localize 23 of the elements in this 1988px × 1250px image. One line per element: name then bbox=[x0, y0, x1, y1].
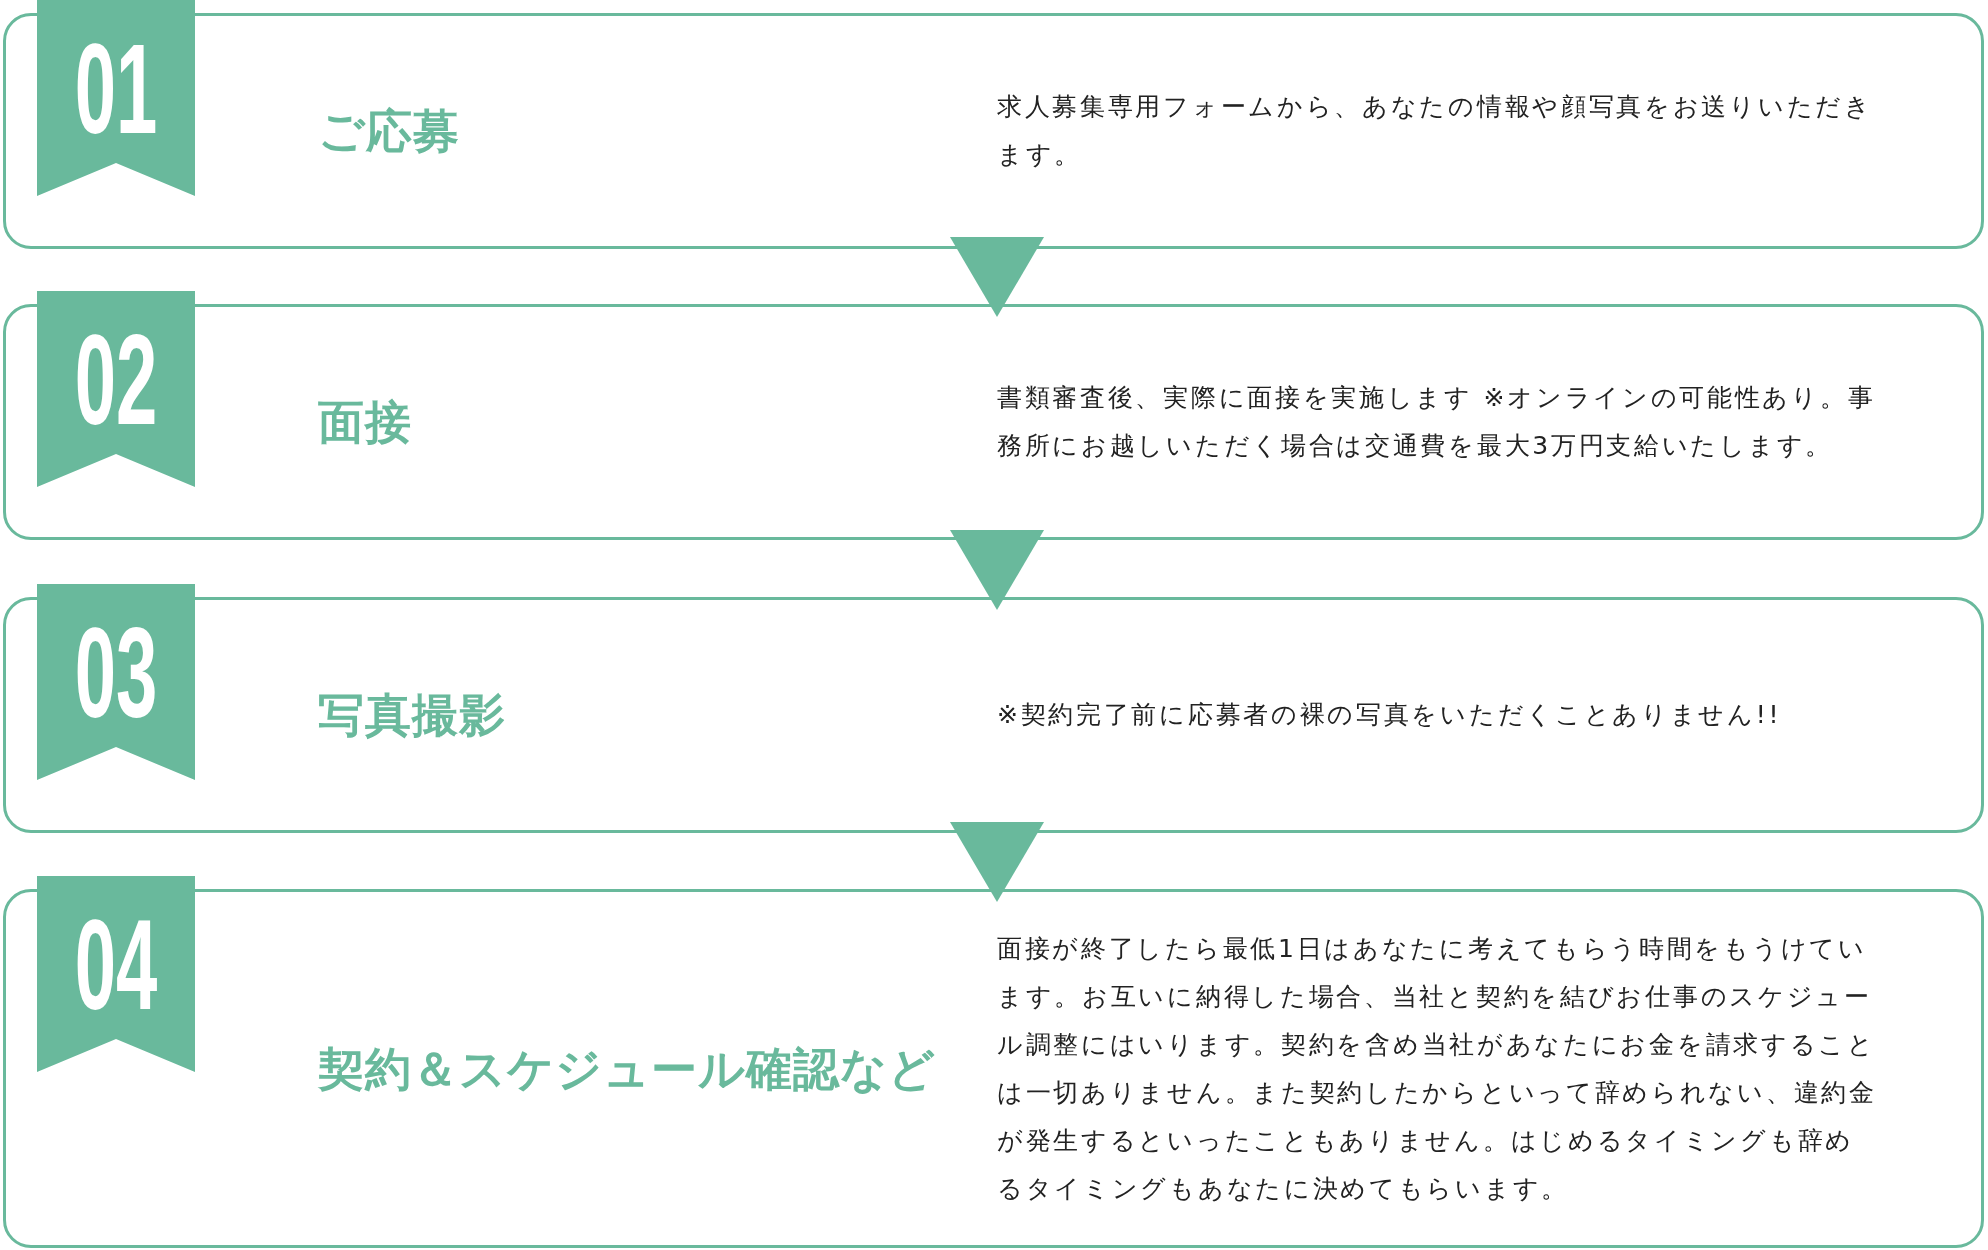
step-number: 03 bbox=[74, 609, 158, 737]
step-title: 面接 bbox=[318, 394, 412, 451]
ribbon-badge bbox=[37, 0, 195, 196]
step-title: ご応募 bbox=[318, 103, 460, 160]
step-description: 求人募集専用フォームから、あなたの情報や顔写真をお送りいただきます。 bbox=[997, 91, 1874, 171]
step-card bbox=[3, 597, 1984, 833]
step-description: 面接が終了したら最低1日はあなたに考えてもらう時間をもうけています。お互いに納得した場合、当社と契約を結びお仕事のスケジュール調整にはいります。契約を含め当社があなたにお金を請求することは一切ありません。また契約したからといって辞められない、違約金が発生するといったこともありません。はじめるタイミングも辞めるタイミングもあなたに決めてもらいます。 bbox=[997, 932, 1877, 1205]
arrow bbox=[950, 822, 1044, 902]
ribbon-badge bbox=[37, 876, 195, 1072]
step-description: 書類審査後、実際に面接を実施します ※オンラインの可能性あり。事務所にお越しいただく場合は交通費を最大3万円支給いたします。 bbox=[997, 382, 1877, 462]
ribbon-badge bbox=[37, 584, 195, 780]
step-description: ※契約完了前に応募者の裸の写真をいただくことありません!! bbox=[997, 699, 1783, 731]
step-number: 01 bbox=[74, 25, 158, 153]
step-number: 02 bbox=[74, 316, 158, 444]
step-number: 04 bbox=[74, 901, 158, 1029]
step-card bbox=[3, 304, 1984, 540]
arrow bbox=[950, 237, 1044, 317]
arrow bbox=[950, 530, 1044, 610]
step-card bbox=[3, 13, 1984, 249]
step-card bbox=[3, 889, 1984, 1248]
step-title: 契約＆スケジュール確認など bbox=[318, 1040, 936, 1098]
step-title: 写真撮影 bbox=[318, 687, 506, 744]
ribbon-badge bbox=[37, 291, 195, 487]
